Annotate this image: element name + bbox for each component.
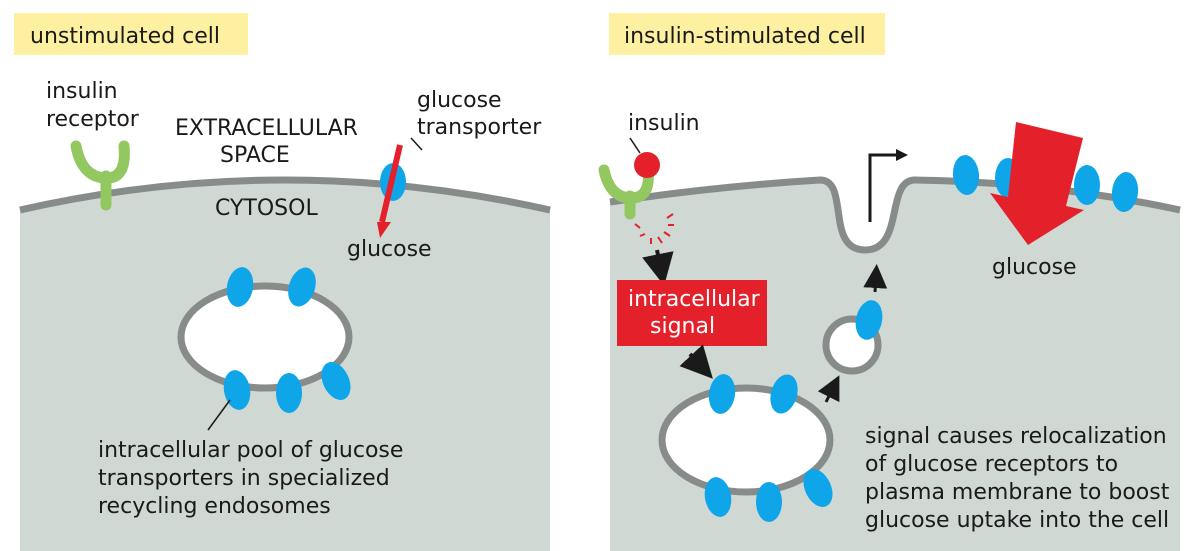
right-insulin-receptor-icon	[598, 164, 654, 220]
pool-caption: intracellular pool of glucose transporte…	[98, 438, 410, 519]
glucose-transporter-label: glucose transporter	[417, 88, 542, 140]
insulin-leader-line	[629, 137, 641, 154]
endosome-transporter-icon	[226, 267, 254, 307]
signal-burst-icon	[634, 213, 674, 244]
glucose-influx-big-arrow	[990, 122, 1084, 245]
cytosol-label: CYTOSOL	[215, 196, 318, 221]
insulin-label: insulin	[628, 111, 700, 136]
endosome-transporter-icon	[288, 267, 316, 307]
left-panel: unstimulated cell insulin receptor EXTRA…	[14, 13, 551, 551]
signal-down-arrow	[642, 249, 674, 286]
pool-leader-line	[207, 399, 231, 431]
right-glucose-label: glucose	[992, 255, 1077, 280]
left-insulin-receptor-icon	[70, 140, 130, 211]
left-plasma-membrane	[19, 176, 551, 214]
membrane-glucose-transporter-icon	[1074, 165, 1100, 205]
right-panel: insulin-stimulated cell insulin	[598, 13, 1181, 551]
endosome-transporter-icon	[321, 362, 351, 400]
endosome-transporter-icon	[708, 374, 736, 414]
glucose-influx-arrow	[379, 144, 403, 223]
endosome-transporter-icon	[704, 477, 732, 517]
endosome-transporter-icon	[803, 469, 833, 507]
insulin-icon	[634, 152, 660, 178]
endosome-transporter-icon	[756, 482, 782, 522]
exocytosis-arrowhead	[896, 149, 908, 161]
signal-to-endosome-arrow	[679, 344, 713, 379]
right-title-bg	[609, 13, 885, 55]
extracellular-space-label: EXTRACELLULAR SPACE	[175, 116, 365, 168]
exocytosis-arrow	[868, 153, 897, 222]
left-title-bg	[14, 13, 248, 55]
glucose-influx-arrowhead	[377, 222, 391, 238]
left-endosome	[177, 282, 353, 392]
intracellular-signal-label: intracellular signal	[628, 287, 767, 339]
insulin-receptor-label: insulin receptor	[46, 79, 140, 132]
intracellular-signal-box	[617, 280, 767, 346]
transporter-leader-line	[410, 137, 423, 151]
vesicle-transporter-icon	[855, 300, 883, 340]
vesicle-up-arrow-1	[817, 375, 840, 403]
endosome-transporter-icon	[276, 373, 302, 413]
endosome-transporter-icon	[223, 370, 251, 410]
membrane-glucose-transporter-icon	[952, 155, 980, 195]
right-endosome	[658, 384, 834, 496]
vesicle-up-arrow-2	[863, 264, 888, 293]
right-title: insulin-stimulated cell	[624, 24, 866, 49]
left-title: unstimulated cell	[30, 24, 220, 49]
relocalization-caption: signal causes relocalization of glucose …	[865, 424, 1176, 533]
membrane-glucose-transporter-icon	[1111, 172, 1139, 212]
endosome-transporter-icon	[770, 374, 798, 414]
left-glucose-label: glucose	[347, 237, 432, 262]
